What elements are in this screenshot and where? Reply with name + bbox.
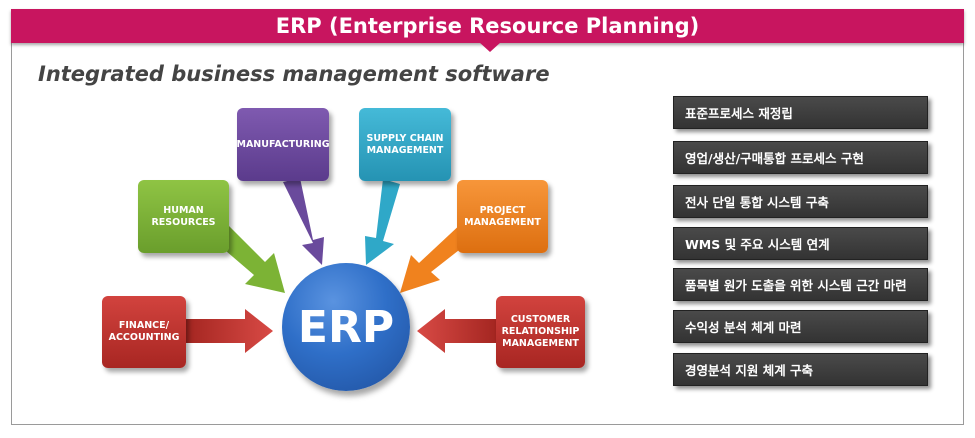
task-bar: WMS 및 주요 시스템 연계 xyxy=(673,227,928,260)
task-bar: 영업/생산/구매통합 프로세스 구현 xyxy=(673,141,928,174)
module-customer-relationship: CUSTOMER RELATIONSHIP MANAGEMENT xyxy=(496,296,585,368)
erp-center-circle: ERP xyxy=(282,263,410,391)
task-bar: 전사 단일 통합 시스템 구축 xyxy=(673,185,928,218)
arrow-supply xyxy=(365,179,400,265)
banner-notch xyxy=(479,42,501,52)
module-project-management: PROJECT MANAGEMENT xyxy=(457,180,548,253)
arrow-finance xyxy=(184,309,273,353)
task-bar: 품목별 원가 도출을 위한 시스템 근간 마련 xyxy=(673,268,928,301)
task-bar: 수익성 분석 체계 마련 xyxy=(673,310,928,343)
arrow-customer xyxy=(417,309,498,353)
module-supply-chain: SUPPLY CHAIN MANAGEMENT xyxy=(359,108,451,181)
subtitle: Integrated business management software xyxy=(38,62,550,86)
module-finance: FINANCE/ ACCOUNTING xyxy=(102,296,186,368)
page-title: ERP (Enterprise Resource Planning) xyxy=(11,9,964,43)
module-human-resources: HUMAN RESOURCES xyxy=(138,180,229,253)
arrow-manufacturing xyxy=(283,178,324,265)
task-bar: 표준프로세스 재정립 xyxy=(673,96,928,129)
module-manufacturing: MANUFACTURING xyxy=(237,108,330,181)
task-bar: 경영분석 지원 체계 구축 xyxy=(673,353,928,386)
